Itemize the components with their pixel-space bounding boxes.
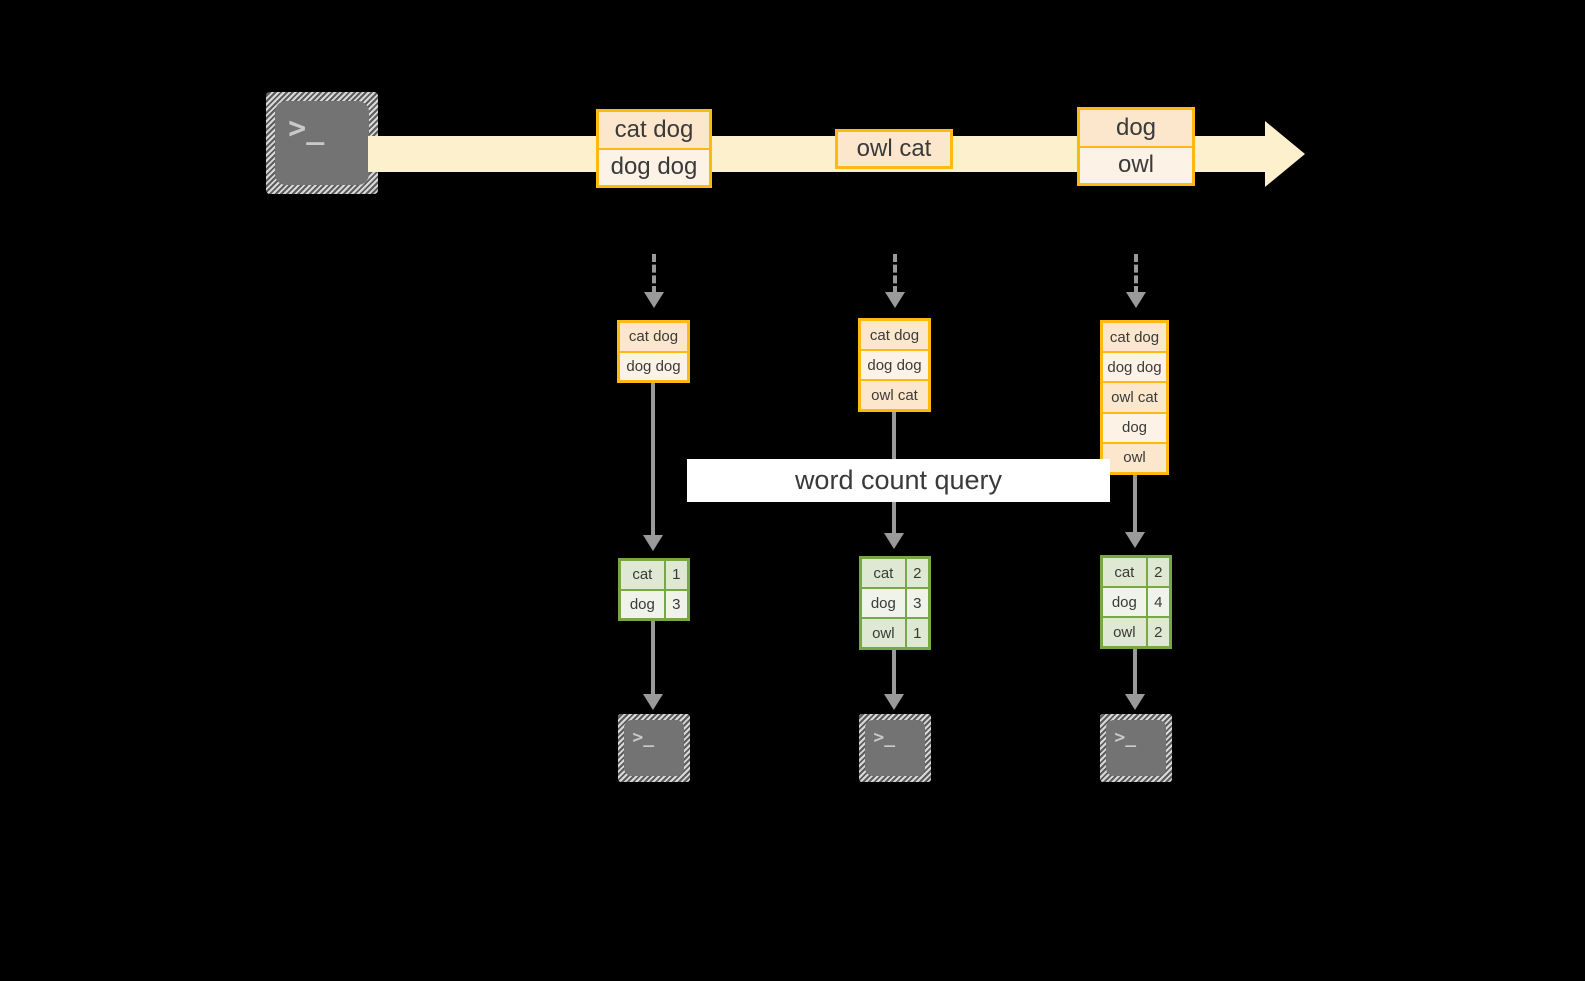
result-word: dog — [1103, 588, 1148, 616]
result-to-sink-connector-1 — [651, 621, 655, 696]
result-count: 3 — [906, 589, 928, 617]
result-count: 1 — [665, 561, 687, 589]
result-to-sink-arrowhead-3 — [1125, 694, 1145, 710]
sink-terminal-icon-1: >_ — [618, 714, 690, 782]
stream-to-snapshot-connector-1 — [652, 254, 656, 294]
terminal-body: >_ — [275, 101, 369, 185]
stream-to-snapshot-arrowhead-3 — [1126, 292, 1146, 308]
result-word: dog — [862, 589, 907, 617]
result-word: dog — [621, 590, 666, 618]
sink-terminal-icon-3: >_ — [1100, 714, 1172, 782]
snapshot-record: owl cat — [861, 381, 928, 409]
snapshot-record: owl — [1103, 443, 1166, 472]
table-row: owl 2 — [1103, 618, 1169, 646]
snapshot-record: dog dog — [620, 352, 687, 380]
stream-to-snapshot-arrowhead-2 — [885, 292, 905, 308]
result-to-sink-connector-2 — [892, 650, 896, 696]
stream-record: cat dog — [599, 112, 709, 150]
result-word: cat — [1103, 558, 1148, 586]
stream-record: dog — [1080, 110, 1192, 148]
result-count: 3 — [665, 590, 687, 618]
snapshot-record: cat dog — [861, 321, 928, 351]
snapshot-record: owl cat — [1103, 383, 1166, 414]
terminal-body: >_ — [865, 720, 925, 776]
result-count: 4 — [1147, 588, 1169, 616]
stream-to-snapshot-arrowhead-1 — [644, 292, 664, 308]
snapshot-record: dog — [1103, 413, 1166, 444]
snapshot-records-2: cat dog dog dog owl cat — [858, 318, 931, 412]
stream-to-snapshot-connector-3 — [1134, 254, 1138, 294]
query-label: word count query — [687, 459, 1110, 502]
terminal-prompt-glyph: >_ — [873, 726, 896, 748]
table-row: cat 2 — [1103, 558, 1169, 588]
result-count: 1 — [906, 619, 928, 647]
snapshot-to-result-connector-3 — [1133, 475, 1137, 535]
table-row: cat 2 — [862, 559, 928, 589]
sink-terminal-icon-2: >_ — [859, 714, 931, 782]
source-terminal-icon: >_ — [266, 92, 378, 194]
table-row: dog 4 — [1103, 588, 1169, 618]
stream-record-group-3: dog owl — [1077, 107, 1195, 186]
table-row: dog 3 — [621, 590, 687, 618]
result-word: owl — [1103, 618, 1148, 646]
stream-to-snapshot-connector-2 — [893, 254, 897, 294]
snapshot-records-3: cat dog dog dog owl cat dog owl — [1100, 320, 1169, 475]
snapshot-record: dog dog — [1103, 353, 1166, 384]
snapshot-to-result-arrowhead-3 — [1125, 532, 1145, 548]
stream-record: owl — [1080, 147, 1192, 183]
result-table-2: cat 2 dog 3 owl 1 — [859, 556, 931, 650]
stream-record-group-2: owl cat — [835, 129, 953, 169]
snapshot-record: cat dog — [1103, 323, 1166, 354]
result-to-sink-arrowhead-2 — [884, 694, 904, 710]
snapshot-records-1: cat dog dog dog — [617, 320, 690, 383]
result-count: 2 — [1147, 618, 1169, 646]
terminal-body: >_ — [1106, 720, 1166, 776]
terminal-prompt-glyph: >_ — [1114, 726, 1137, 748]
snapshot-to-result-connector-1 — [651, 383, 655, 537]
result-table-1: cat 1 dog 3 — [618, 558, 690, 621]
result-count: 2 — [1147, 558, 1169, 586]
terminal-body: >_ — [624, 720, 684, 776]
result-to-sink-arrowhead-1 — [643, 694, 663, 710]
table-row: cat 1 — [621, 561, 687, 591]
terminal-prompt-glyph: >_ — [288, 111, 325, 147]
terminal-prompt-glyph: >_ — [632, 726, 655, 748]
stream-arrowhead — [1265, 121, 1305, 187]
snapshot-to-result-arrowhead-2 — [884, 533, 904, 549]
table-row: owl 1 — [862, 619, 928, 647]
snapshot-to-result-arrowhead-1 — [643, 535, 663, 551]
result-word: cat — [862, 559, 907, 587]
stream-record: dog dog — [599, 149, 709, 185]
result-word: cat — [621, 561, 666, 589]
snapshot-record: cat dog — [620, 323, 687, 353]
stream-record: owl cat — [838, 132, 950, 166]
snapshot-record: dog dog — [861, 351, 928, 381]
stream-record-group-1: cat dog dog dog — [596, 109, 712, 188]
table-row: dog 3 — [862, 589, 928, 619]
result-word: owl — [862, 619, 907, 647]
result-table-3: cat 2 dog 4 owl 2 — [1100, 555, 1172, 649]
result-to-sink-connector-3 — [1133, 649, 1137, 696]
result-count: 2 — [906, 559, 928, 587]
